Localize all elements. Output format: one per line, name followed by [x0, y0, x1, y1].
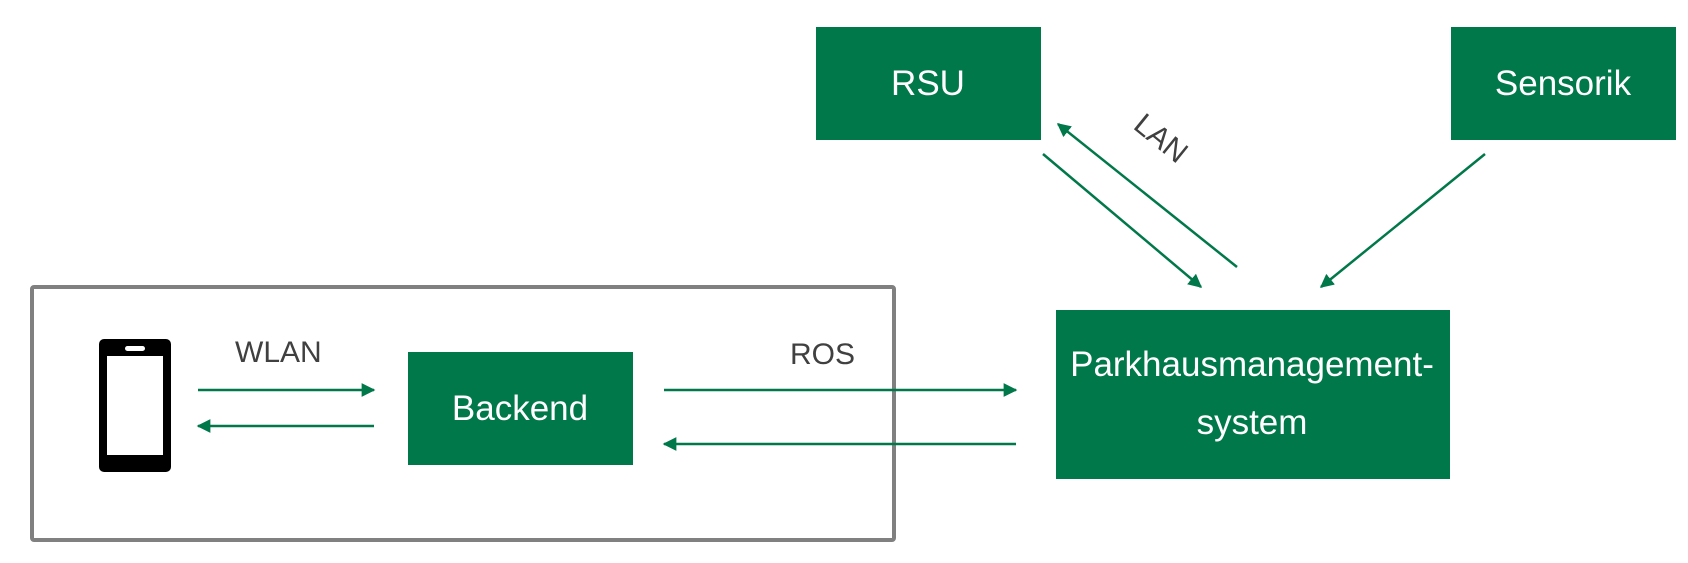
arrow-rsu-to-pms — [1042, 153, 1203, 288]
backend-label: Backend — [452, 389, 588, 428]
parking-management-node: Parkhausmanagement- system — [1056, 310, 1450, 479]
sensorik-label: Sensorik — [1495, 64, 1632, 103]
parking-management-label-line1: Parkhausmanagement- — [1070, 345, 1434, 384]
rsu-node: RSU — [816, 27, 1041, 140]
smartphone-icon — [99, 339, 171, 472]
ros-label: ROS — [790, 338, 855, 371]
rsu-label: RSU — [891, 64, 965, 103]
backend-node: Backend — [408, 352, 633, 465]
lan-label: LAN — [1128, 108, 1194, 170]
local-system-frame — [30, 285, 896, 542]
wlan-label: WLAN — [235, 336, 322, 369]
arrow-sensorik-to-pms — [1319, 153, 1486, 288]
parking-management-label-line2: system — [1197, 403, 1308, 442]
sensorik-node: Sensorik — [1451, 27, 1676, 140]
arrow-pms-to-rsu — [1056, 123, 1238, 268]
